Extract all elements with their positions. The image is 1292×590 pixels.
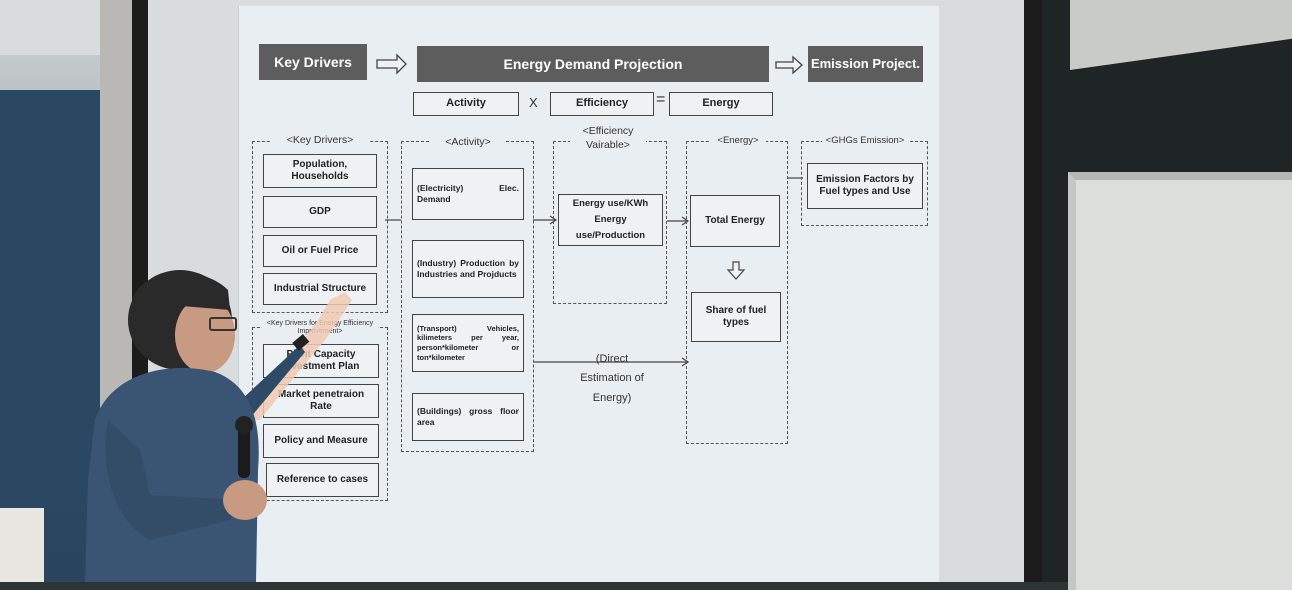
equals-symbol: =	[656, 91, 666, 108]
activity-electricity: (Electricity) Elec. Demand	[412, 168, 524, 220]
driver-policy: Policy and Measure	[263, 424, 379, 458]
white-stand	[0, 508, 44, 582]
formula-activity: Activity	[413, 92, 519, 116]
wall-corner	[0, 0, 100, 55]
ghg-emission-factors: Emission Factors by Fuel types and Use	[807, 163, 923, 209]
column-title-efficiency: <Efficiency Vairable>	[570, 124, 646, 153]
efficiency-drivers-title: <Key Drivers for Energy Efficiency Impro…	[262, 320, 378, 337]
driver-industrial-structure: Industrial Structure	[263, 273, 377, 305]
driver-market-penetration: Market penetraion Rate	[263, 384, 379, 418]
activity-buildings: (Buildings) gross floor area	[412, 393, 524, 441]
blue-door	[0, 90, 100, 510]
column-title-key-drivers: <Key Drivers>	[270, 133, 370, 148]
driver-gdp: GDP	[263, 196, 377, 228]
driver-plant-capacity: Plant Capacity Investment Plan	[263, 344, 379, 378]
efficiency-energy-use: Energy use/KWh Energy use/Production	[558, 194, 663, 246]
direct-estimation-label: (Direct Estimation of Energy)	[580, 353, 644, 404]
room-right-wall	[1042, 0, 1292, 590]
whiteboard	[1068, 172, 1292, 590]
formula-efficiency: Efficiency	[550, 92, 654, 116]
column-title-ghg: <GHGs Emission>	[822, 135, 908, 148]
energy-total: Total Energy	[690, 195, 780, 247]
energy-fuel-share: Share of fuel types	[691, 292, 781, 342]
driver-population: Population, Households	[263, 154, 377, 188]
activity-industry: (Industry) Production by Industries and …	[412, 240, 524, 298]
times-symbol: X	[529, 95, 538, 110]
activity-transport: (Transport) Vehicles, kilimeters per yea…	[412, 314, 524, 372]
column-title-energy: <Energy>	[710, 135, 766, 148]
formula-energy: Energy	[669, 92, 773, 116]
header-emission: Emission Project.	[808, 46, 923, 82]
header-key-drivers: Key Drivers	[259, 44, 367, 80]
driver-reference-cases: Reference to cases	[266, 463, 379, 497]
driver-oil-price: Oil or Fuel Price	[263, 235, 377, 267]
column-title-activity: <Activity>	[430, 135, 506, 150]
header-energy-demand: Energy Demand Projection	[417, 46, 769, 82]
